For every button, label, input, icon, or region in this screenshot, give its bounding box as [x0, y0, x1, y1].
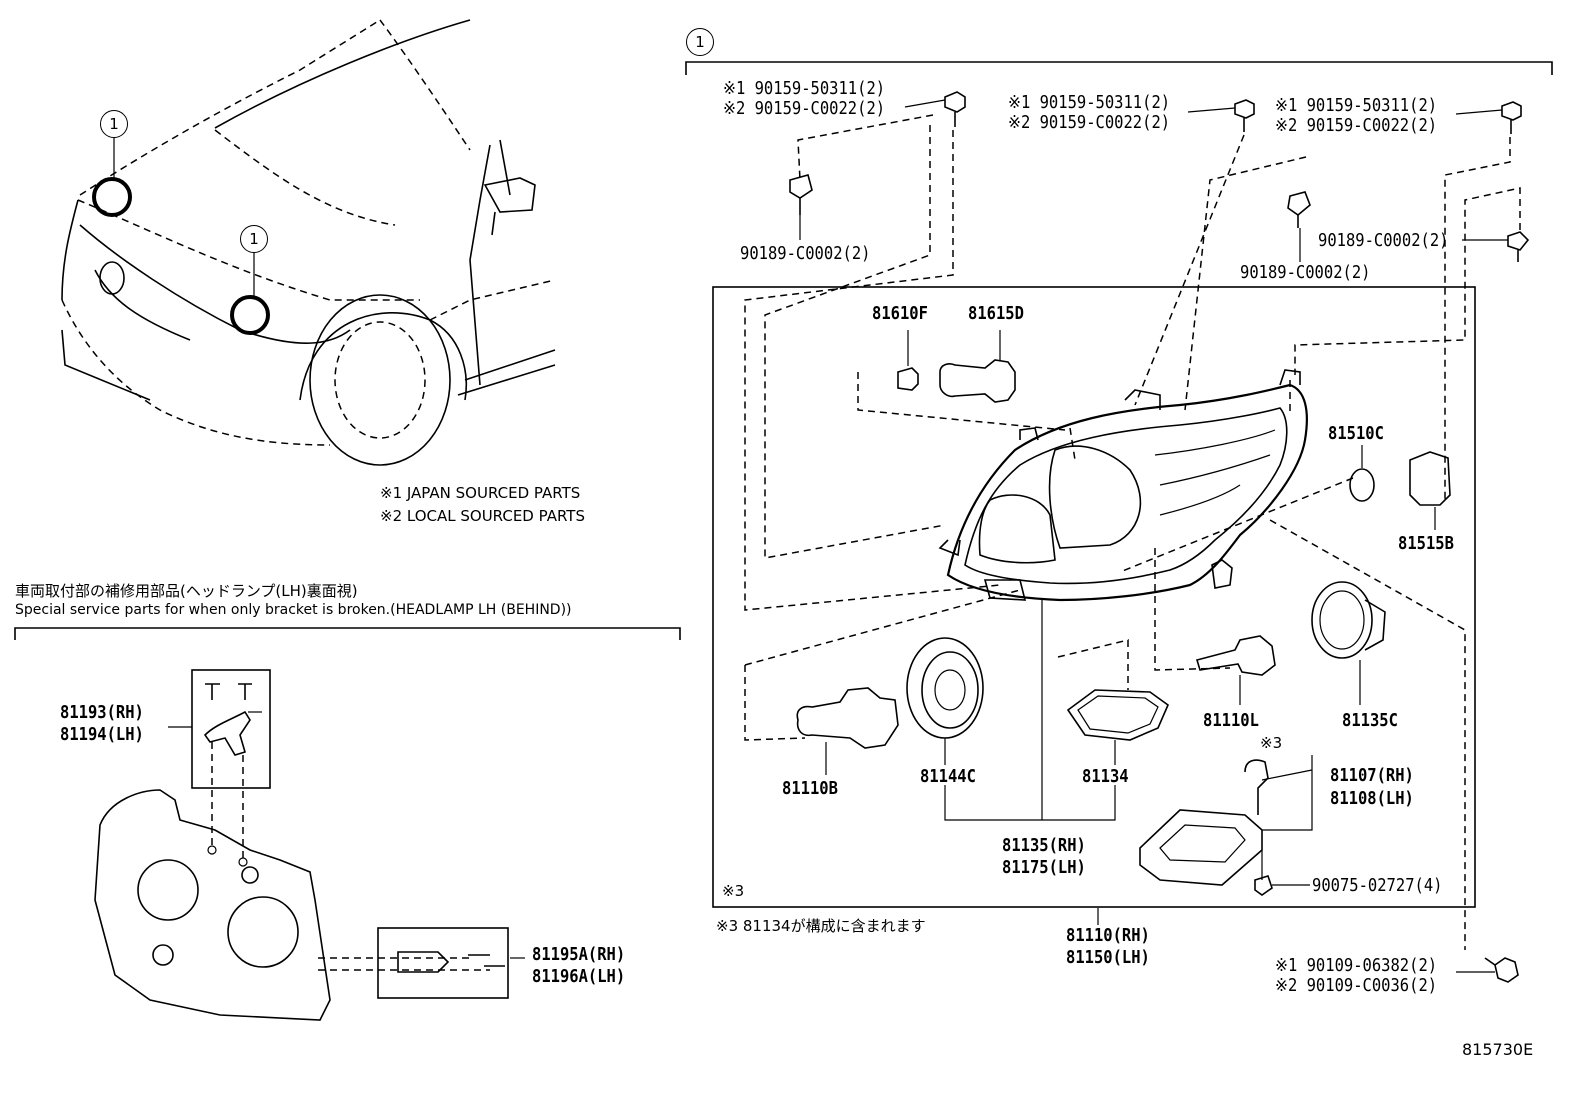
note-mark3-corner: ※3: [722, 882, 745, 900]
special-service-title-jp: 車両取付部の補修用部品(ヘッドランプ(LH)裏面視): [15, 582, 358, 600]
label-81134: 81134: [1082, 766, 1129, 787]
label-81194: 81194(LH): [60, 724, 144, 745]
label-fastener-top-left-1: ※1 90159-50311(2): [723, 78, 886, 99]
label-fastener-top-right-2: ※2 90159-C0022(2): [1275, 115, 1438, 136]
label-81107: 81107(RH): [1330, 765, 1414, 786]
headlamp-assembly: [685, 61, 1553, 983]
label-fastener-top-mid-1: ※1 90159-50311(2): [1008, 92, 1171, 113]
label-81108: 81108(LH): [1330, 788, 1414, 809]
label-81135: 81135(RH): [1002, 835, 1086, 856]
label-screw-ballast: 90075-02727(4): [1312, 875, 1443, 896]
callout-marker-left-lamp: 1: [100, 110, 128, 138]
label-81615d: 81615D: [968, 303, 1024, 324]
special-service-section: [14, 627, 681, 1021]
label-81193: 81193(RH): [60, 702, 144, 723]
label-81196a: 81196A(LH): [532, 966, 626, 987]
label-clip-mid: 90189-C0002(2): [1240, 262, 1371, 283]
label-bolt-bottom-1: ※1 90109-06382(2): [1275, 955, 1438, 976]
label-81144c: 81144C: [920, 766, 976, 787]
callout-marker-assembly: 1: [686, 28, 714, 56]
note-mark3-description: ※3 81134が構成に含まれます: [716, 917, 926, 935]
label-81110b: 81110B: [782, 778, 838, 799]
car-front-illustration: [61, 19, 556, 466]
label-81175: 81175(LH): [1002, 857, 1086, 878]
special-service-title-en: Special service parts for when only brac…: [15, 602, 572, 618]
label-81610f: 81610F: [872, 303, 928, 324]
label-81135c: 81135C: [1342, 710, 1398, 731]
label-81150: 81150(LH): [1066, 947, 1150, 968]
figure-id: 815730E: [1462, 1040, 1534, 1059]
label-81110l: 81110L: [1203, 710, 1259, 731]
label-81515b: 81515B: [1398, 533, 1454, 554]
label-bolt-bottom-2: ※2 90109-C0036(2): [1275, 975, 1438, 996]
label-clip-left: 90189-C0002(2): [740, 243, 871, 264]
label-81510c: 81510C: [1328, 423, 1384, 444]
label-fastener-top-right-1: ※1 90159-50311(2): [1275, 95, 1438, 116]
label-fastener-top-mid-2: ※2 90159-C0022(2): [1008, 112, 1171, 133]
label-fastener-top-left-2: ※2 90159-C0022(2): [723, 98, 886, 119]
legend-note-japan: ※1 JAPAN SOURCED PARTS: [380, 484, 581, 502]
legend-note-local: ※2 LOCAL SOURCED PARTS: [380, 507, 585, 525]
callout-marker-right-lamp: 1: [240, 225, 268, 253]
label-81195a: 81195A(RH): [532, 944, 626, 965]
note-mark3-ballast: ※3: [1260, 734, 1283, 752]
label-81110: 81110(RH): [1066, 925, 1150, 946]
label-clip-right: 90189-C0002(2): [1318, 230, 1449, 251]
